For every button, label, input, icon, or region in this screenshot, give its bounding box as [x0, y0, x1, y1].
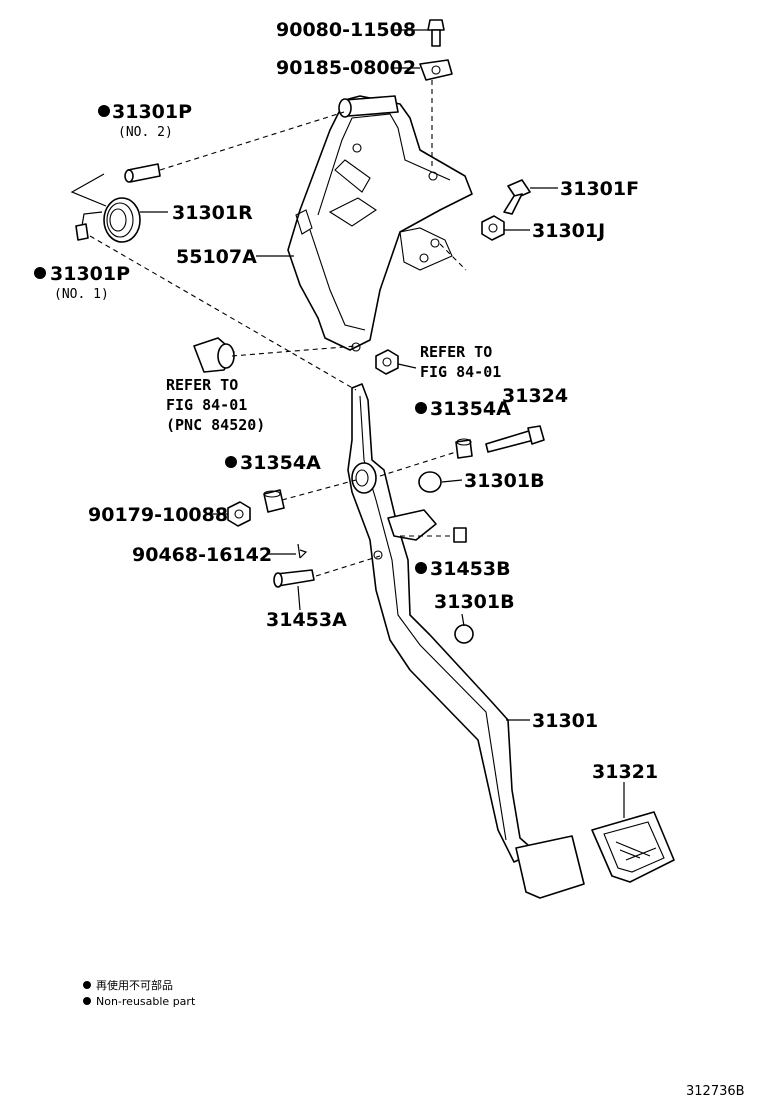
label-31301R: 31301R [172, 202, 253, 224]
label-31324: 31324 [502, 385, 568, 407]
bolt-31301F [503, 179, 531, 215]
pedal-pad-cover [591, 811, 675, 883]
bush-31354A-left [263, 489, 285, 513]
legend-jp: 再使用不可部品 [96, 978, 173, 992]
stop-lamp-switch [193, 337, 235, 373]
legend-marker-en [83, 997, 91, 1005]
label-31301J: 31301J [532, 220, 605, 242]
nonreusable-marker [34, 267, 46, 279]
legend: 再使用不可部品 Non-reusable part [83, 978, 196, 1008]
label-31301P-no2: 31301P [112, 101, 192, 123]
label-31301B-lower: 31301B [434, 591, 515, 613]
label-90185-08002: 90185-08002 [276, 57, 416, 79]
label-fig-right: FIG 84-01 [420, 363, 501, 381]
pedal-bracket [287, 95, 473, 352]
nut-31301J [481, 215, 505, 241]
bush-31453B [453, 527, 467, 543]
figure-number: 312736B [686, 1084, 745, 1099]
label-no2: (NO. 2) [118, 125, 173, 140]
assembly-lines [89, 80, 467, 577]
nonreusable-marker [415, 562, 427, 574]
bush-31354A-right [455, 438, 473, 459]
label-31301B-upper: 31301B [464, 470, 545, 492]
return-spring [70, 173, 141, 243]
label-90468-16142: 90468-16142 [132, 544, 272, 566]
cushion-31301B-lower [454, 624, 474, 644]
label-90179-10088: 90179-10088 [88, 504, 228, 526]
clip-90468 [297, 543, 308, 559]
nonreusable-marker [225, 456, 237, 468]
label-31354A-right: 31354A [430, 398, 511, 420]
label-pnc: (PNC 84520) [166, 416, 265, 434]
label-no1: (NO. 1) [54, 287, 109, 302]
label-55107A: 55107A [176, 246, 257, 268]
nut-90179 [227, 501, 251, 527]
label-31453A: 31453A [266, 609, 347, 631]
label-31301F: 31301F [560, 178, 639, 200]
label-refer-to-left: REFER TO [166, 376, 238, 394]
pin-31301P-no1 [75, 223, 89, 241]
cushion-31301B-upper [418, 471, 442, 493]
pin-31453A [273, 569, 315, 588]
bolt-90080 [427, 19, 445, 47]
clip-nut-90185 [419, 59, 453, 81]
label-fig-left: FIG 84-01 [166, 396, 247, 414]
bolt-31324 [485, 425, 545, 453]
label-31301P-no1: 31301P [50, 263, 130, 285]
label-31354A-left: 31354A [240, 452, 321, 474]
nonreusable-marker [415, 402, 427, 414]
label-90080-11508: 90080-11508 [276, 19, 416, 41]
label-31453B: 31453B [430, 558, 511, 580]
label-31321: 31321 [592, 761, 658, 783]
nut-refer [375, 349, 399, 375]
pin-31301P-no2 [124, 163, 161, 183]
pedal-arm [347, 383, 585, 899]
leader-lines [140, 29, 625, 818]
legend-marker-jp [83, 981, 91, 989]
legend-en: Non-reusable part [96, 995, 196, 1008]
label-31301: 31301 [532, 710, 598, 732]
label-refer-to-right: REFER TO [420, 343, 492, 361]
nonreusable-marker [98, 105, 110, 117]
